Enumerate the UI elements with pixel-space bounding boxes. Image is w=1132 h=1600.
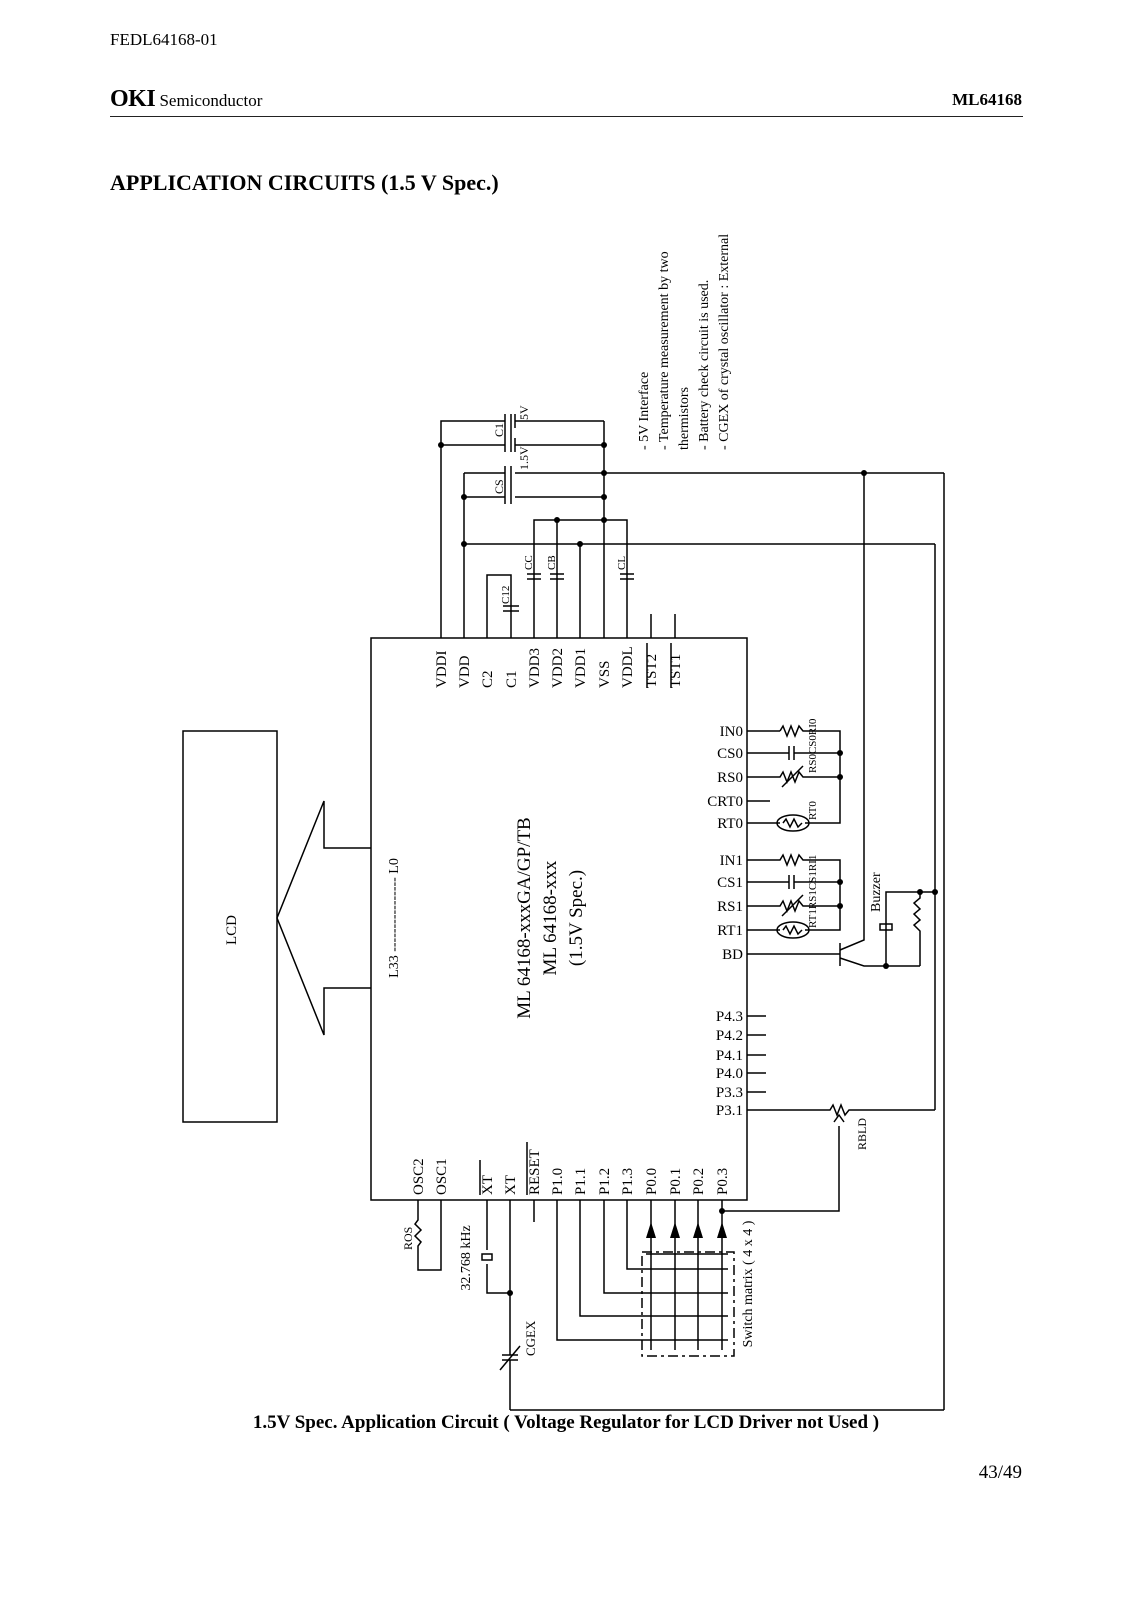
power-wiring: [440, 414, 945, 1411]
chip-name-2: ML 64168-xxx: [540, 860, 561, 975]
pin-label-c2: C2: [480, 670, 496, 688]
pin-label-vddl: VDDL: [620, 646, 636, 688]
rt0-label: RT0: [807, 801, 819, 820]
note-line-1: - Temperature measurement by two: [657, 251, 672, 450]
bottom-wiring: [413, 1200, 735, 1410]
pin-label-p1-2-7: P1.2: [597, 1168, 613, 1195]
pin-label-rt1: RT1: [717, 923, 743, 939]
pin-label-rt0: RT0: [717, 816, 743, 832]
switch-matrix-label: Switch matrix ( 4 x 4 ): [741, 1220, 756, 1347]
lcd-bus-label: L33 ---------------- L0: [387, 858, 402, 978]
pin-label-cs1: CS1: [717, 875, 743, 891]
pin-label-p1-3-8: P1.3: [620, 1168, 636, 1195]
cgex-label: CGEX: [523, 1320, 538, 1356]
sensor-circuits: [722, 723, 935, 1212]
rt1-rs1-cs1-ri1-label: RT1RS1CS1RI1: [807, 855, 819, 928]
pin-label-p0-2-11: P0.2: [691, 1168, 707, 1195]
document-id: FEDL64168-01: [110, 30, 218, 49]
pin-label-rs1: RS1: [717, 899, 743, 915]
chip-body: [370, 637, 748, 1201]
pin-label-vdd3: VDD3: [527, 648, 543, 688]
pin-label-p4-1: P4.1: [716, 1048, 743, 1064]
pin-label-p3-1: P3.1: [716, 1103, 743, 1119]
company-brand: OKI Semiconductor: [110, 86, 262, 113]
rbld-label: RBLD: [855, 1118, 869, 1150]
pin-label-crt0: CRT0: [707, 794, 743, 810]
part-number: ML64168: [952, 90, 1022, 109]
cl-label: CL: [616, 556, 628, 570]
pin-label-tst2: TST2: [644, 654, 660, 688]
c1-5v-label: 5V: [517, 405, 531, 420]
lcd-label: LCD: [224, 915, 240, 945]
pin-label-in0: IN0: [720, 724, 743, 740]
buzzer-label: Buzzer: [869, 872, 884, 912]
pin-label-tst1: TST1: [668, 654, 684, 688]
pin-label-vdd1: VDD1: [573, 648, 589, 688]
lcd-block: [182, 730, 278, 1123]
cs-label: CS: [492, 479, 506, 494]
pin-label-vss: VSS: [597, 660, 613, 688]
bottom-pin-labels: OSC2 OSC1 XT XT RESET P1.0 P1.1 P1.2 P1.3 P0.0 P0.…: [411, 1149, 731, 1195]
pin-label-reset-4: RESET: [527, 1149, 543, 1195]
section-title: APPLICATION CIRCUITS (1.5 V Spec.): [110, 170, 499, 195]
pin-label-p1-0-5: P1.0: [550, 1168, 566, 1195]
oki-logo: OKI: [110, 86, 156, 112]
pin-label-vddi: VDDI: [434, 651, 450, 689]
c1-label: C1: [492, 423, 506, 437]
c1-1-5v-label: 1.5V: [517, 446, 531, 470]
cc-label: CC: [523, 555, 535, 570]
pin-label-vdd: VDD: [457, 655, 473, 688]
pin-label-p0-3-12: P0.3: [715, 1168, 731, 1195]
company-name: Semiconductor: [159, 91, 263, 110]
design-notes: - 5V Interface - Temperature measurement …: [637, 234, 732, 450]
pin-label-p4-2: P4.2: [716, 1028, 743, 1044]
pin-label-p1-1-6: P1.1: [573, 1168, 589, 1195]
pin-label-c1: C1: [504, 670, 520, 688]
pin-label-xt-3: XT: [503, 1175, 519, 1195]
pin-label-p4-3: P4.3: [716, 1009, 743, 1025]
pin-label-p0-1-10: P0.1: [668, 1168, 684, 1195]
pin-label-vdd2: VDD2: [550, 648, 566, 688]
pin-label-p3-3: P3.3: [716, 1085, 743, 1101]
pin-label-xt-2: XT: [480, 1175, 496, 1195]
switch-matrix-box: [641, 1251, 735, 1357]
note-line-3: - Battery check circuit is used.: [697, 280, 712, 450]
pin-label-osc1-1: OSC1: [434, 1158, 450, 1195]
cb-label: CB: [546, 555, 558, 570]
note-line-4: - CGEX of crystal oscillator : External: [717, 234, 732, 450]
pin-label-p0-0-9: P0.0: [644, 1168, 660, 1195]
pin-label-in1: IN1: [720, 853, 743, 869]
junction-dots: [438, 442, 938, 1296]
note-line-2: thermistors: [677, 387, 692, 450]
lcd-bus-arrow: [276, 800, 371, 1036]
header-divider: [110, 116, 1023, 117]
chip-name-1: ML 64168-xxxGA/GP/TB: [514, 817, 535, 1018]
rs0-cs0-ri0-label: RS0CS0RI0: [807, 718, 819, 773]
c12-label: C12: [500, 586, 512, 604]
pin-label-bd: BD: [722, 947, 743, 963]
pin-label-osc2-0: OSC2: [411, 1158, 427, 1195]
pin-label-p4-0: P4.0: [716, 1066, 743, 1082]
figure-caption: 1.5V Spec. Application Circuit ( Voltage…: [252, 1412, 880, 1433]
chip-name-3: (1.5V Spec.): [566, 870, 587, 966]
pin-label-cs0: CS0: [717, 746, 743, 762]
pin-label-rs0: RS0: [717, 770, 743, 786]
ros-label: ROS: [401, 1227, 415, 1250]
top-pin-labels: VDDI VDD C2 C1 VDD3 VDD2 VDD1 VSS VDDL TST2 TST1: [434, 646, 684, 688]
crystal-label: 32.768 kHz: [459, 1225, 474, 1290]
note-line-0: - 5V Interface: [637, 372, 652, 450]
page-number: 43/49: [978, 1462, 1022, 1483]
